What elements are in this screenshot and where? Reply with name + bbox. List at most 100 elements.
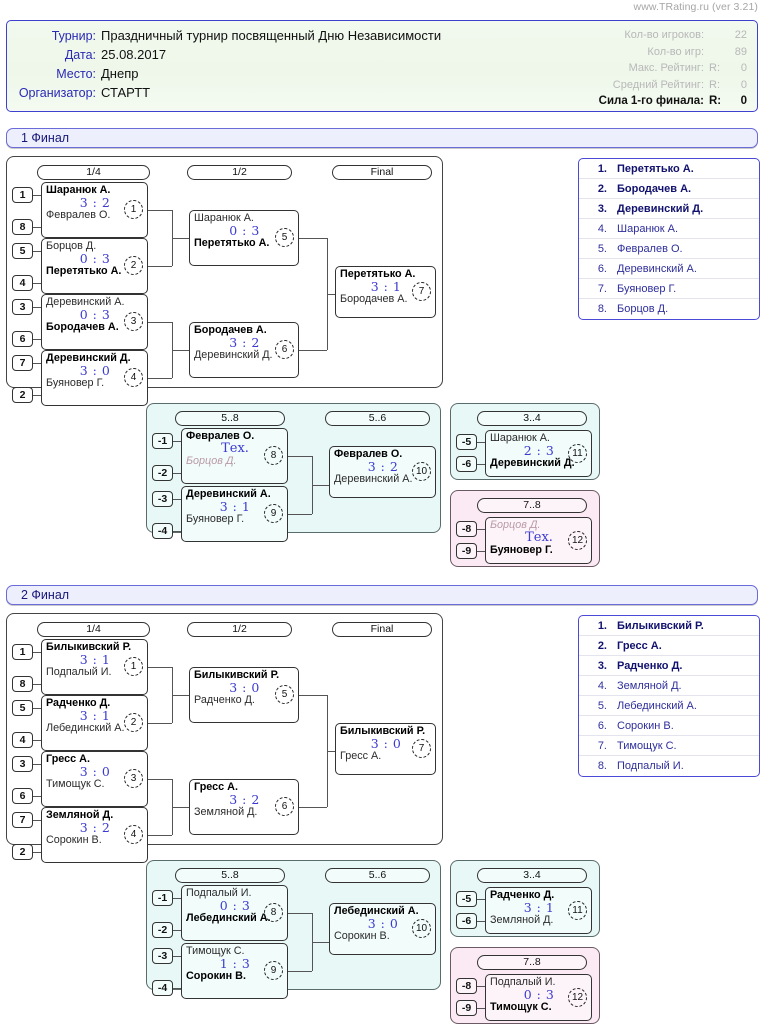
- connector-line: [477, 921, 485, 922]
- standings-player-name: Шаранюк А.: [617, 223, 678, 235]
- seed-box: 8: [12, 676, 33, 692]
- connector-line: [33, 820, 41, 821]
- connector-line: [33, 708, 41, 709]
- standings-row: 5.Лебединский А.: [579, 696, 759, 716]
- connector-line: [173, 930, 181, 931]
- match-index-bubble: 5: [275, 685, 294, 704]
- standings-player-name: Земляной Д.: [617, 680, 682, 692]
- info-label: Дата:: [7, 48, 101, 62]
- stat-value: 22: [725, 29, 747, 41]
- stat-value: 0: [725, 62, 747, 74]
- round-label-semi: 1/2: [187, 165, 292, 180]
- connector-line: [33, 395, 41, 396]
- standings-player-name: Билыкивский Р.: [617, 620, 704, 632]
- standings-player-name: Радченко Д.: [617, 660, 682, 672]
- standings-rank: 5.: [579, 243, 617, 255]
- connector-line: [299, 807, 327, 808]
- connector-line: [173, 956, 181, 957]
- seed-box: 2: [12, 387, 33, 403]
- seed-box: -4: [152, 980, 173, 996]
- connector-line: [288, 514, 312, 515]
- standings-table-1: 1.Перетятько А.2.Бородачев А.3.Деревинск…: [578, 158, 760, 320]
- connector-line: [173, 531, 181, 532]
- main-bracket-panel-2: 1/41/2Final18Билыкивский Р.3 : 1Подпалый…: [6, 613, 443, 845]
- tournament-info-panel: Турнир:Праздничный турнир посвященный Дн…: [6, 20, 758, 112]
- standings-row: 8.Борцов Д.: [579, 299, 759, 319]
- match-index-bubble: 1: [124, 657, 143, 676]
- connector-line: [288, 913, 312, 914]
- connector-line: [477, 986, 485, 987]
- round-label-quarter: 1/4: [37, 165, 150, 180]
- stat-row-2: Макс. Рейтинг:R:0: [507, 62, 747, 79]
- connector-line: [299, 350, 327, 351]
- connector-line: [477, 464, 485, 465]
- seed-box: -3: [152, 491, 173, 507]
- standings-rank: 2.: [579, 183, 617, 195]
- standings-player-name: Деревинский А.: [617, 263, 697, 275]
- stat-value: 89: [725, 46, 747, 58]
- consolation-58-panel-1: 5..85..6-1-2Февралев О.Тех.Борцов Д.8-3-…: [146, 403, 441, 533]
- tournament-stat-rows: Кол-во игроков:22Кол-во игр:89Макс. Рейт…: [507, 29, 747, 112]
- connector-line: [172, 350, 189, 351]
- seed-box: -6: [456, 913, 477, 929]
- connector-line: [148, 322, 172, 323]
- connector-line: [173, 473, 181, 474]
- match-index-bubble: 8: [264, 446, 283, 465]
- connector-line: [33, 684, 41, 685]
- info-value: СТАРТТ: [101, 85, 150, 100]
- standings-rank: 4.: [579, 680, 617, 692]
- connector-line: [173, 441, 181, 442]
- seed-box: 5: [12, 243, 33, 259]
- match-index-bubble: 11: [568, 444, 587, 463]
- standings-player-name: Деревинский Д.: [617, 203, 703, 215]
- placement-78-panel-1: 7..8-8-9Борцов Д.Тех.Буяновер Г.12: [450, 490, 600, 567]
- match-index-bubble: 9: [264, 504, 283, 523]
- connector-line: [173, 898, 181, 899]
- info-row-3: Организатор:СТАРТТ: [7, 85, 547, 104]
- main-bracket-panel-1: 1/41/2Final18Шаранюк А.3 : 2Февралев О.1…: [6, 156, 443, 388]
- seed-box: 6: [12, 331, 33, 347]
- connector-line: [33, 363, 41, 364]
- round-label-7-8: 7..8: [477, 955, 587, 970]
- round-label-final: Final: [332, 622, 432, 637]
- match-index-bubble: 3: [124, 312, 143, 331]
- standings-player-name: Лебединский А.: [617, 700, 697, 712]
- seed-box: 5: [12, 700, 33, 716]
- round-label-semi: 1/2: [187, 622, 292, 637]
- site-watermark: www.TRating.ru (ver 3.21): [634, 1, 758, 13]
- standings-rank: 1.: [579, 163, 617, 175]
- placement-34-panel-2: 3..4-5-6Радченко Д.3 : 1Земляной Д.11: [450, 860, 600, 937]
- match-index-bubble: 6: [275, 340, 294, 359]
- connector-line: [172, 695, 189, 696]
- seed-box: 2: [12, 844, 33, 860]
- round-label-3-4: 3..4: [477, 411, 587, 426]
- match-index-bubble: 7: [412, 282, 431, 301]
- standings-row: 4.Земляной Д.: [579, 676, 759, 696]
- standings-rank: 1.: [579, 620, 617, 632]
- connector-line: [312, 485, 329, 486]
- seed-box: -2: [152, 465, 173, 481]
- connector-line: [477, 442, 485, 443]
- standings-row: 4.Шаранюк А.: [579, 219, 759, 239]
- round-label-quarter: 1/4: [37, 622, 150, 637]
- seed-box: 1: [12, 187, 33, 203]
- round-label-5-6: 5..6: [325, 411, 430, 426]
- standings-row: 3.Деревинский Д.: [579, 199, 759, 219]
- match-index-bubble: 9: [264, 961, 283, 980]
- info-row-2: Место:Днепр: [7, 66, 547, 85]
- standings-rank: 8.: [579, 760, 617, 772]
- standings-player-name: Гресс А.: [617, 640, 662, 652]
- connector-line: [288, 456, 312, 457]
- connector-line: [148, 210, 172, 211]
- connector-line: [33, 740, 41, 741]
- connector-line: [33, 796, 41, 797]
- standings-rank: 5.: [579, 700, 617, 712]
- stat-rating-marker: R:: [709, 95, 725, 107]
- stat-row-0: Кол-во игроков:22: [507, 29, 747, 46]
- connector-line: [33, 652, 41, 653]
- round-label-5-8: 5..8: [175, 868, 285, 883]
- standings-player-name: Буяновер Г.: [617, 283, 676, 295]
- standings-player-name: Тимощук С.: [617, 740, 677, 752]
- seed-box: 1: [12, 644, 33, 660]
- seed-box: -5: [456, 891, 477, 907]
